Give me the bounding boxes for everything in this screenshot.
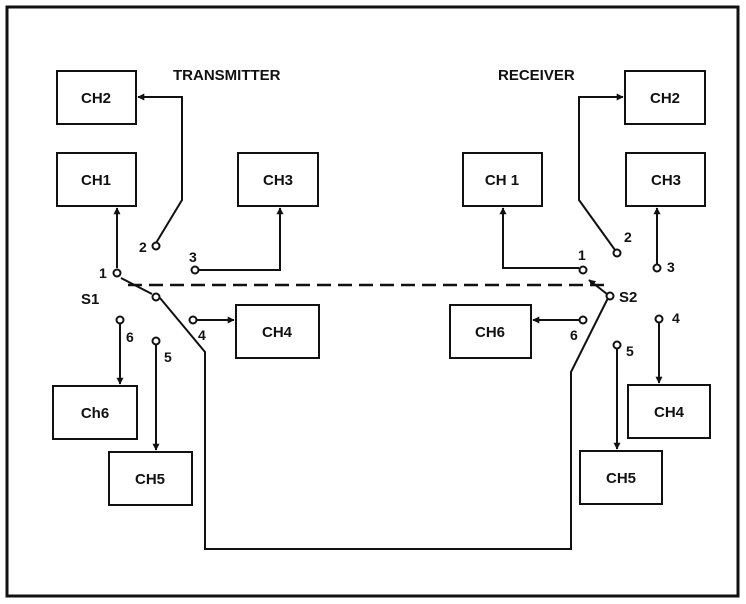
rx-ch6-label: CH6 xyxy=(475,324,505,341)
tx-terminal-3 xyxy=(190,265,200,275)
rx-ch6-box xyxy=(449,304,532,359)
rx-terminal-3 xyxy=(652,263,662,273)
rx-terminal-1-label: 1 xyxy=(578,247,586,263)
tx-terminal-2-label: 2 xyxy=(139,239,147,255)
rx-ch2-box xyxy=(624,70,706,125)
tx-terminal-3-label: 3 xyxy=(189,249,197,265)
transmitter-section xyxy=(52,70,610,550)
rx-wire-ch1 xyxy=(499,207,579,269)
receiver-title: RECEIVER xyxy=(498,67,575,84)
tx-terminals xyxy=(112,241,200,346)
tx-terminal-6 xyxy=(115,315,125,325)
rx-ch4-box xyxy=(627,384,711,439)
tx-ch3-box xyxy=(237,152,319,207)
tx-terminal-5 xyxy=(151,336,161,346)
tx-ch4-box xyxy=(235,304,320,359)
rx-terminal-2 xyxy=(612,248,622,258)
tx-wire-ch2 xyxy=(137,93,183,244)
tx-switch-pivot xyxy=(151,292,161,302)
transmitter-title: TRANSMITTER xyxy=(173,67,281,84)
rx-terminal-1 xyxy=(578,265,588,275)
common-line xyxy=(159,295,610,550)
tx-ch6-box xyxy=(52,385,138,440)
tx-ch6-label: Ch6 xyxy=(81,405,109,422)
rx-switch-arm xyxy=(588,279,608,295)
rx-ch5-label: CH5 xyxy=(606,470,636,487)
rx-ch1-label: CH 1 xyxy=(485,172,519,189)
rx-switch-pivot xyxy=(605,291,615,301)
rx-ch2-label: CH2 xyxy=(650,90,680,107)
rx-terminals xyxy=(578,248,664,350)
rx-terminal-5 xyxy=(612,340,622,350)
rx-terminal-4-label: 4 xyxy=(672,310,680,326)
tx-ch2-label: CH2 xyxy=(81,90,111,107)
tx-ch3-label: CH3 xyxy=(263,172,293,189)
tx-terminal-5-label: 5 xyxy=(164,349,172,365)
tx-wire-ch3 xyxy=(197,207,284,271)
tx-ch5-box xyxy=(108,451,193,506)
tx-ch4-label: CH4 xyxy=(262,324,293,341)
tx-ch1-label: CH1 xyxy=(81,172,111,189)
rx-switch-label: S2 xyxy=(619,289,637,306)
outer-frame xyxy=(5,5,740,598)
rx-ch3-box xyxy=(625,152,706,207)
rx-terminal-4 xyxy=(654,314,664,324)
tx-ch2-box xyxy=(56,70,137,125)
tx-terminal-1-label: 1 xyxy=(99,265,107,281)
tx-terminal-6-label: 6 xyxy=(126,329,134,345)
tx-ch1-box xyxy=(56,152,137,207)
rx-terminal-5-label: 5 xyxy=(626,343,634,359)
tx-terminal-4 xyxy=(188,315,198,325)
rx-terminal-2-label: 2 xyxy=(624,229,632,245)
tx-terminal-4-label: 4 xyxy=(198,327,206,343)
rx-ch1-box xyxy=(462,152,543,207)
rx-ch5-box xyxy=(579,450,663,505)
rx-wire-ch2 xyxy=(578,93,624,251)
receiver-section xyxy=(449,70,711,505)
rx-ch3-label: CH3 xyxy=(651,172,681,189)
tx-terminal-1 xyxy=(112,268,122,278)
rx-terminal-6-label: 6 xyxy=(570,327,578,343)
tx-terminal-2 xyxy=(151,241,161,251)
tx-switch-label: S1 xyxy=(81,291,99,308)
rx-terminal-3-label: 3 xyxy=(667,259,675,275)
tx-ch5-label: CH5 xyxy=(135,471,165,488)
rx-terminal-6 xyxy=(578,315,588,325)
rx-ch4-label: CH4 xyxy=(654,404,685,421)
